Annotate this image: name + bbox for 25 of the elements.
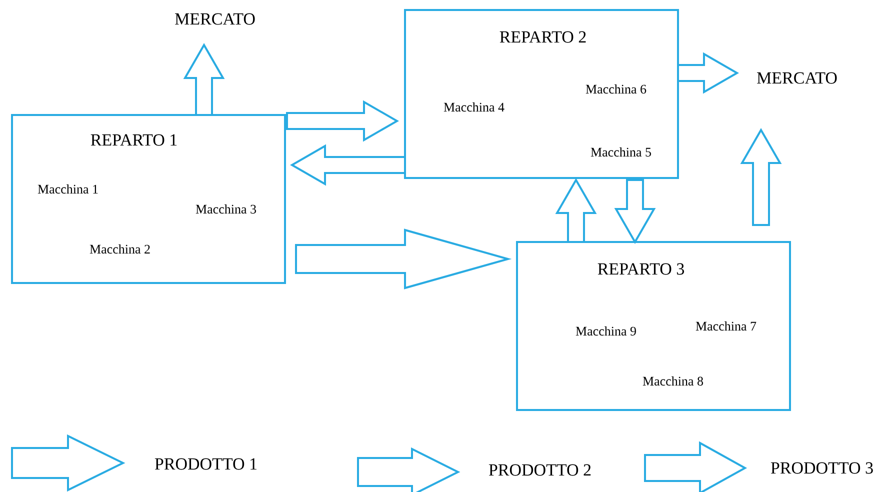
market-label: MERCATO (757, 72, 837, 84)
block-arrow (290, 144, 406, 186)
legend-label: PRODOTTO 3 (770, 462, 873, 474)
machine-label: Macchina 3 (196, 204, 256, 214)
box-title: REPARTO 3 (598, 263, 684, 275)
market-label: MERCATO (175, 13, 255, 25)
block-arrow (614, 179, 656, 244)
machine-label: Macchina 2 (90, 244, 150, 254)
block-arrow (286, 100, 400, 142)
machine-label: Macchina 9 (576, 326, 636, 336)
machine-label: Macchina 4 (444, 102, 504, 112)
machine-label: Macchina 5 (590, 147, 651, 157)
machine-label: Macchina 6 (586, 84, 646, 94)
machine-label: Macchina 1 (38, 184, 98, 194)
block-arrow (183, 43, 225, 116)
legend-label: PRODOTTO 2 (488, 464, 591, 476)
block-arrow (677, 52, 739, 94)
block-arrow (295, 228, 512, 290)
block-arrow (555, 178, 597, 243)
box-title: REPARTO 2 (500, 31, 586, 43)
machine-label: Macchina 8 (642, 376, 704, 386)
box-title: REPARTO 1 (90, 134, 177, 146)
block-arrow (740, 128, 782, 226)
machine-label: Macchina 7 (696, 321, 756, 331)
legend-label: PRODOTTO 1 (154, 458, 257, 470)
